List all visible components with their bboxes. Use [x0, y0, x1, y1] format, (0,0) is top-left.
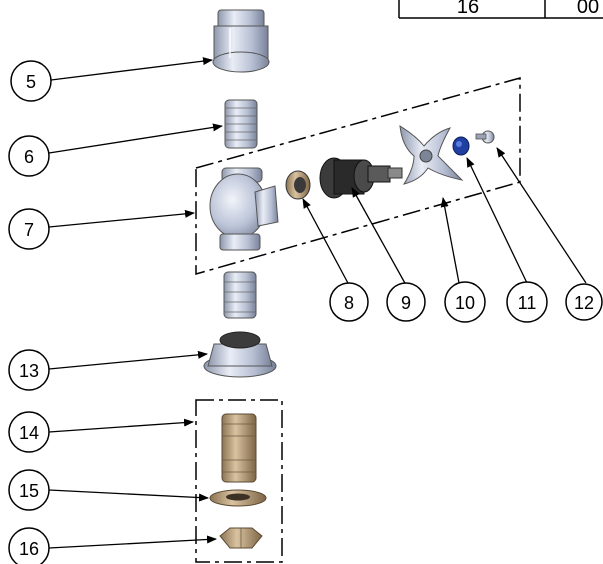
callout-10-label: 10 — [455, 293, 475, 313]
leader-11 — [466, 157, 528, 284]
callout-13: 13 — [8, 349, 50, 391]
part-nipple-lower — [223, 271, 257, 319]
part-8-bonnet-nut — [285, 170, 311, 200]
title-block: 16 00 — [398, 0, 603, 19]
leader-13 — [48, 350, 208, 370]
leader-15 — [48, 489, 209, 502]
callout-9: 9 — [386, 282, 426, 322]
callout-12-label: 12 — [574, 293, 594, 313]
leader-14 — [48, 418, 194, 433]
leader-16 — [48, 535, 217, 549]
callout-5-label: 5 — [26, 72, 36, 92]
dashed-group-nipple — [195, 399, 283, 563]
leader-12 — [496, 147, 587, 284]
leader-8 — [302, 198, 350, 286]
part-15-washer — [209, 489, 267, 507]
callout-16: 16 — [8, 527, 50, 564]
leader-6 — [48, 123, 223, 154]
callout-8-label: 8 — [344, 293, 354, 313]
part-5-coupling — [212, 9, 270, 73]
callout-13-label: 13 — [19, 361, 39, 381]
callout-7-label: 7 — [24, 220, 34, 240]
callout-14-label: 14 — [19, 423, 39, 443]
callout-8: 8 — [329, 282, 369, 322]
callout-16-label: 16 — [19, 539, 39, 559]
leader-lines — [48, 57, 587, 549]
callout-7: 7 — [8, 208, 50, 250]
callout-5: 5 — [10, 60, 52, 102]
table-cell-00: 00 — [577, 0, 599, 18]
part-6-nipple — [224, 99, 258, 149]
callout-6-label: 6 — [24, 147, 34, 167]
part-13-flange-nut — [203, 331, 277, 378]
part-16-hex-nut — [219, 527, 263, 549]
callouts: 5 6 7 8 9 10 11 12 — [8, 60, 603, 564]
part-9-cartridge-stem — [319, 157, 403, 199]
part-7-valve-body — [209, 167, 279, 251]
callout-15-label: 15 — [19, 481, 39, 501]
leader-10 — [440, 197, 460, 284]
part-12-screw — [475, 130, 495, 144]
callout-12: 12 — [565, 283, 603, 321]
leader-5 — [50, 57, 213, 81]
leader-9 — [351, 187, 407, 286]
callout-6: 6 — [8, 135, 50, 177]
callout-9-label: 9 — [401, 293, 411, 313]
leader-7 — [48, 209, 195, 228]
callout-11: 11 — [506, 281, 548, 323]
table-cell-16: 16 — [457, 0, 479, 18]
part-11-index-button — [452, 136, 470, 156]
callout-14: 14 — [8, 411, 50, 453]
part-14-brass-nipple — [221, 413, 257, 483]
callout-15: 15 — [8, 469, 50, 511]
callout-11-label: 11 — [518, 293, 537, 313]
part-10-cross-handle — [399, 125, 464, 185]
callout-10: 10 — [444, 281, 486, 323]
